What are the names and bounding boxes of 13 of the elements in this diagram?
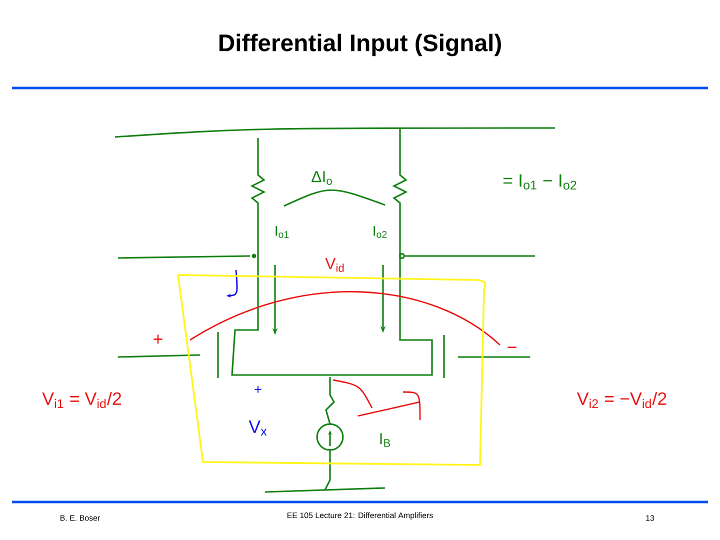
handwritten-label: I$_{o1}$ <box>276 226 289 238</box>
handwritten-label: I$_{o2}$ <box>374 226 387 238</box>
handwritten-equation: V$_{i1}$ = V$_{id}$/2 <box>42 392 122 408</box>
handwritten-label: ΔI$_{o}$ <box>312 171 332 185</box>
handwritten-sign: + <box>254 386 262 393</box>
handwritten-sign: − <box>508 346 516 348</box>
handwritten-equation: = I$_{o1}$ − I$_{o2}$ <box>504 174 576 190</box>
title: Differential Input (Signal) <box>219 34 501 56</box>
handwritten-label: I$_{B}$ <box>380 433 390 447</box>
handwritten-equation: V$_{i2}$ = −V$_{id}$/2 <box>576 392 666 408</box>
handwritten-label: V$_{x}$ <box>248 420 267 436</box>
handwritten-label: V$_{id}$ <box>325 258 344 272</box>
handwritten-sign: + <box>154 334 162 344</box>
